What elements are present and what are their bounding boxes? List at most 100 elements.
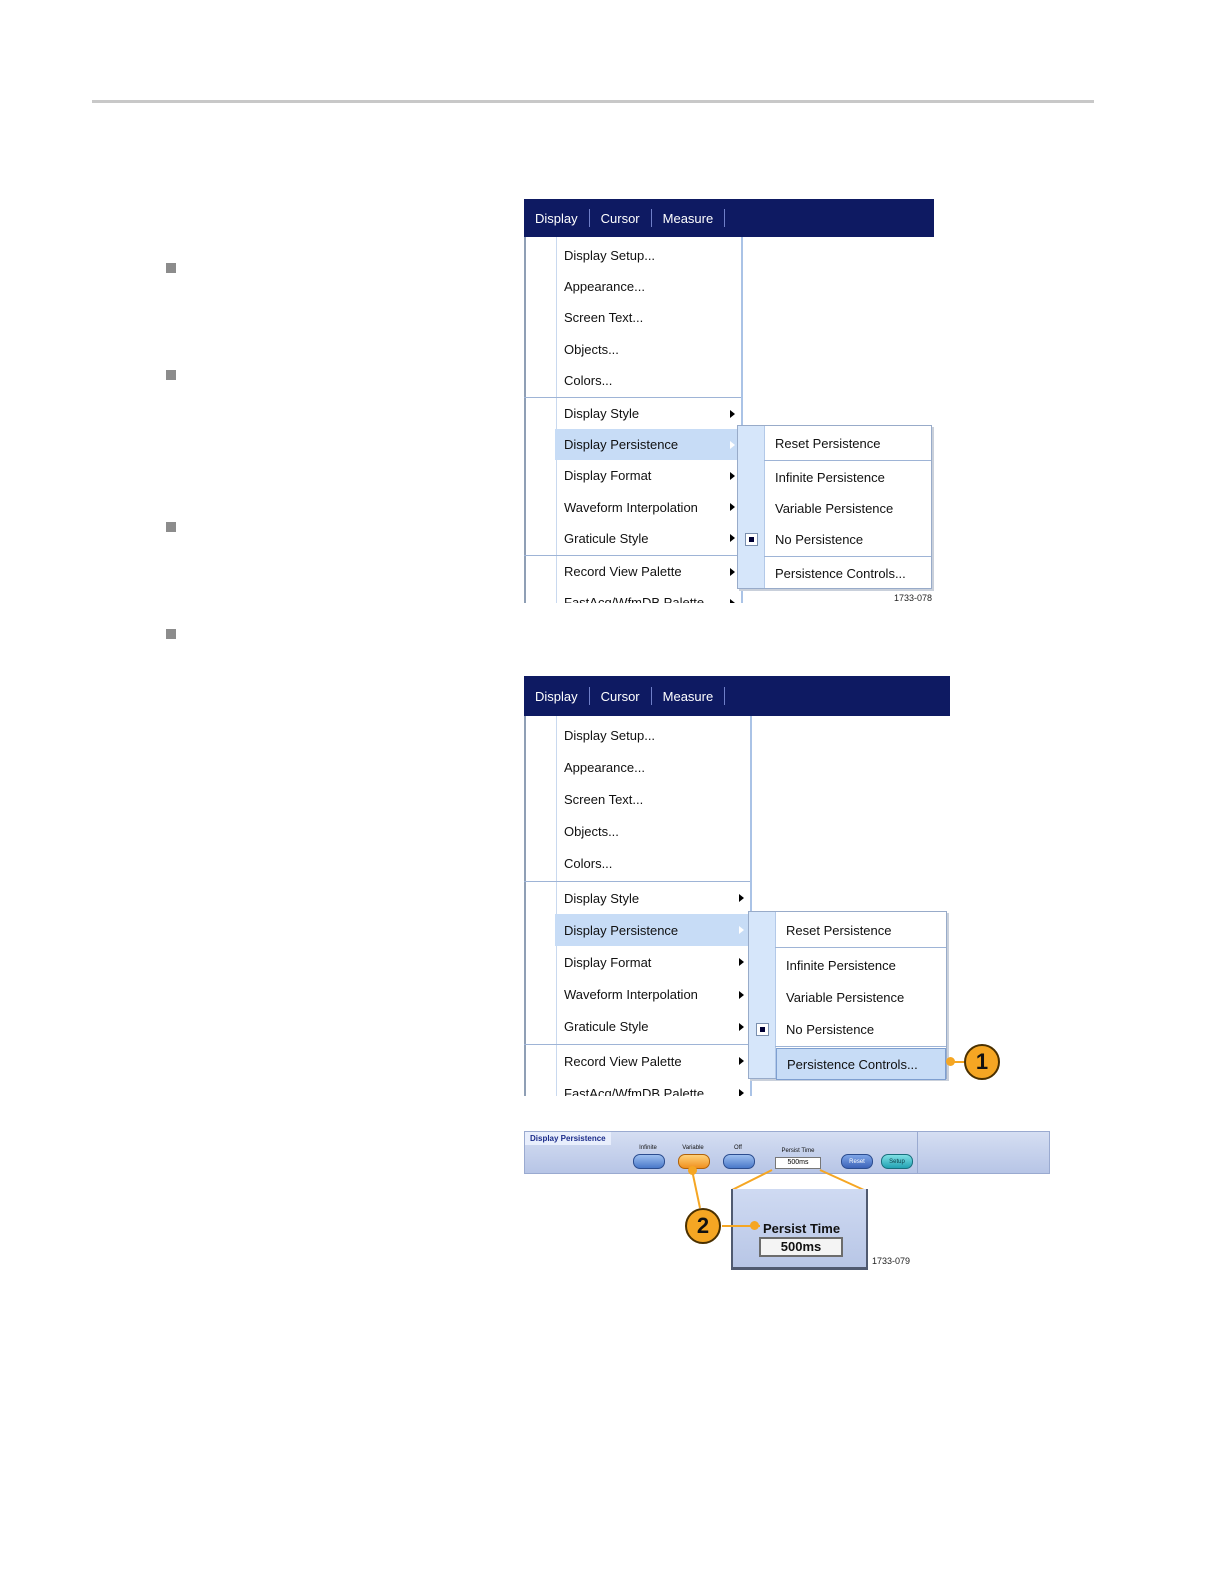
menu-item-display-setup[interactable]: Display Setup... [555,240,741,271]
menu-item-display-setup[interactable]: Display Setup... [555,719,750,751]
menu-separator [524,555,741,556]
menubar-separator [588,687,590,705]
menu-item-objects[interactable]: Objects... [555,816,750,848]
submenu-arrow-icon [739,1089,744,1096]
menubar-item-measure[interactable]: Measure [662,688,714,704]
menu-bar: Display Cursor Measure [524,199,934,237]
menu-item-fastacq-wfmdb-palette[interactable]: FastAcq/WfmDB Palette [555,1077,750,1096]
submenu-item-reset-persistence[interactable]: Reset Persistence [765,428,931,459]
menu-item-display-format[interactable]: Display Format [555,460,741,491]
callout-2-dot-top [688,1166,697,1175]
submenu-item-infinite-persistence[interactable]: Infinite Persistence [765,462,931,493]
bullet-2 [166,370,176,380]
menubar-item-display[interactable]: Display [535,210,578,226]
menu-item-graticule-style[interactable]: Graticule Style [555,1011,750,1043]
menu-item-fastacq-wfmdb-palette[interactable]: FastAcq/WfmDB Palette [555,587,741,603]
menu-item-label: Colors... [564,856,613,872]
menu-item-graticule-style[interactable]: Graticule Style [555,523,741,554]
submenu-item-infinite-persistence[interactable]: Infinite Persistence [776,949,946,981]
menu-item-label: Screen Text... [564,791,644,807]
callout-2: 2 [685,1208,721,1244]
submenu-item-label: Persistence Controls... [775,566,906,581]
menu-item-record-view-palette[interactable]: Record View Palette [555,556,741,587]
submenu-item-persistence-controls[interactable]: Persistence Controls... [776,1048,946,1080]
submenu-item-label: Variable Persistence [786,989,905,1005]
menubar-separator [650,209,652,227]
menu-item-appearance[interactable]: Appearance... [555,271,741,302]
menu-item-screen-text[interactable]: Screen Text... [555,302,741,333]
menu-separator [524,1044,750,1045]
menu-item-display-style[interactable]: Display Style [555,882,750,914]
menu-item-label: Appearance... [564,279,645,295]
submenu-item-label: Reset Persistence [775,436,881,451]
zoom-lines [731,1169,865,1191]
submenu-item-label: Persistence Controls... [787,1056,918,1072]
off-button[interactable] [723,1154,755,1169]
menu-item-objects[interactable]: Objects... [555,334,741,365]
bullet-3 [166,522,176,532]
menubar-separator [588,209,590,227]
submenu-item-no-persistence[interactable]: No Persistence [765,524,931,555]
panel-divider [917,1132,918,1173]
submenu-item-label: Variable Persistence [775,501,894,516]
submenu-gutter [738,426,765,588]
submenu-arrow-icon [739,958,744,967]
submenu-item-persistence-controls[interactable]: Persistence Controls... [765,558,931,589]
menu-item-label: Display Style [564,406,640,422]
menu-item-label: Colors... [564,372,613,388]
persist-time-label: Persist Time [781,1148,815,1154]
submenu-arrow-icon [739,1057,744,1066]
submenu-arrow-icon [739,1022,744,1031]
menu-item-label: Graticule Style [564,1019,649,1035]
menu-item-display-persistence[interactable]: Display Persistence [555,914,750,947]
submenu-arrow-icon [739,926,744,935]
no-persistence-check-icon [745,533,758,546]
menubar-item-cursor[interactable]: Cursor [600,688,640,704]
menu-item-appearance[interactable]: Appearance... [555,751,750,783]
menu-item-colors[interactable]: Colors... [555,848,750,880]
persist-time-field[interactable]: 500ms [775,1157,821,1169]
callout-1: 1 [964,1044,1000,1080]
bullet-4 [166,629,176,639]
menubar-item-measure[interactable]: Measure [662,210,714,226]
menu-item-record-view-palette[interactable]: Record View Palette [555,1045,750,1077]
submenu-gutter [749,912,776,1078]
submenu-item-label: No Persistence [786,1021,875,1037]
submenu-item-no-persistence[interactable]: No Persistence [776,1013,946,1045]
callout-1-dot [946,1057,955,1066]
submenu-item-variable-persistence[interactable]: Variable Persistence [776,981,946,1013]
menu-item-label: Waveform Interpolation [564,499,698,515]
infinite-label: Infinite [639,1145,657,1151]
menu-item-display-persistence[interactable]: Display Persistence [555,429,741,461]
menu-item-colors[interactable]: Colors... [555,365,741,396]
submenu-arrow-icon [730,471,735,480]
menubar-item-display[interactable]: Display [535,688,578,704]
menu-item-label: Display Persistence [564,922,679,938]
menu-bar: Display Cursor Measure [524,676,950,716]
persistence-control-panel: Display Persistence Infinite Variable Of… [524,1131,1050,1174]
menu-separator [524,397,741,398]
setup-button[interactable]: Setup [881,1154,913,1169]
callout-1-leader [950,1061,964,1063]
zoom-persist-time-label: Persist Time [763,1221,841,1236]
menubar-item-cursor[interactable]: Cursor [600,210,640,226]
menu-item-label: Display Setup... [564,248,656,264]
reset-button[interactable]: Reset [841,1154,873,1169]
menu-item-label: Graticule Style [564,530,649,546]
menu-item-waveform-interpolation[interactable]: Waveform Interpolation [555,979,750,1011]
menu-item-label: FastAcq/WfmDB Palette [564,595,705,603]
submenu-item-variable-persistence[interactable]: Variable Persistence [765,493,931,524]
submenu-item-reset-persistence[interactable]: Reset Persistence [776,914,946,946]
menu-item-screen-text[interactable]: Screen Text... [555,783,750,815]
no-persistence-check-icon [756,1022,769,1036]
menu-item-display-style[interactable]: Display Style [555,398,741,429]
infinite-button[interactable] [633,1154,665,1169]
menu-item-label: Display Format [564,468,652,484]
menu-separator [524,881,750,882]
menu-item-label: FastAcq/WfmDB Palette [564,1085,705,1096]
panel-title: Display Persistence [525,1132,611,1145]
menu-item-display-format[interactable]: Display Format [555,946,750,978]
menu-item-label: Display Persistence [564,437,679,453]
menu-item-waveform-interpolation[interactable]: Waveform Interpolation [555,492,741,523]
